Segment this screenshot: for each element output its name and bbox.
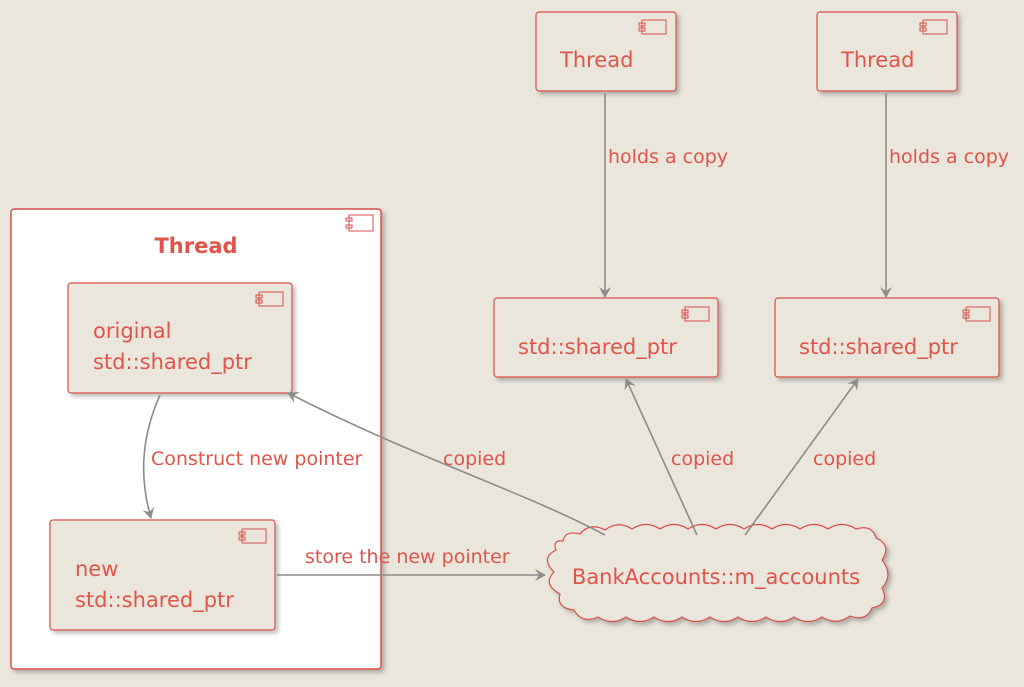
node-shared-ptr-b[interactable]: std::shared_ptr (774, 297, 1000, 378)
edge-store: store the new pointer (277, 546, 546, 581)
node-box (49, 519, 276, 631)
node-box (535, 11, 677, 92)
edge-label: Construct new pointer (151, 448, 363, 470)
edge-label: copied (671, 448, 734, 470)
edge-label: copied (813, 448, 876, 470)
node-label: Thread (559, 48, 633, 72)
node-label-line2: std::shared_ptr (75, 588, 234, 613)
node-box (493, 297, 719, 378)
component-icon (345, 214, 374, 232)
edge-line (744, 378, 859, 536)
node-label-line1: original (93, 319, 172, 343)
node-label: std::shared_ptr (518, 335, 677, 360)
edge-copied-b: copied (744, 378, 876, 536)
node-new-shared-ptr[interactable]: new std::shared_ptr (49, 519, 276, 631)
node-label-line1: new (75, 557, 118, 581)
component-icon (962, 306, 991, 322)
node-thread-a[interactable]: Thread (535, 11, 677, 92)
component-icon (681, 306, 710, 322)
edge-copied-original: copied (287, 392, 606, 536)
edge-label: copied (443, 448, 506, 470)
node-label: std::shared_ptr (799, 335, 958, 360)
node-label: BankAccounts::m_accounts (572, 565, 860, 590)
node-box (67, 282, 293, 394)
cloud-shape (546, 523, 889, 623)
node-label: Thread (840, 48, 914, 72)
edge-label: holds a copy (608, 146, 728, 168)
edge-line (287, 392, 606, 536)
edge-label: store the new pointer (305, 546, 510, 568)
edge-holds-b: holds a copy (880, 93, 1009, 298)
node-box (774, 297, 1000, 378)
node-box (816, 11, 958, 92)
edge-copied-a: copied (624, 378, 734, 536)
edge-label: holds a copy (889, 146, 1009, 168)
component-icon (238, 528, 267, 544)
component-icon (255, 291, 284, 307)
edge-holds-a: holds a copy (599, 93, 728, 298)
node-original-shared-ptr[interactable]: original std::shared_ptr (67, 282, 293, 394)
edge-line (142, 394, 161, 519)
node-bank-accounts[interactable]: BankAccounts::m_accounts (546, 523, 889, 623)
node-shared-ptr-a[interactable]: std::shared_ptr (493, 297, 719, 378)
component-icon (919, 19, 948, 35)
node-thread-b[interactable]: Thread (816, 11, 958, 92)
component-icon (638, 19, 667, 35)
edge-line (624, 378, 698, 536)
node-label-line2: std::shared_ptr (93, 350, 252, 375)
thread-frame-title: Thread (154, 234, 237, 258)
edge-construct: Construct new pointer (142, 394, 363, 519)
